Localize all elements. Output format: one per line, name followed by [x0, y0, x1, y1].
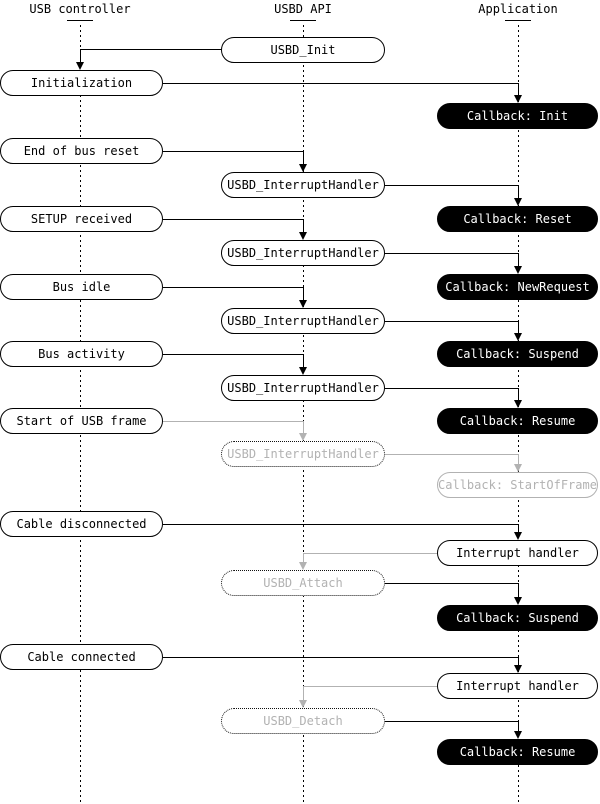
node-bus-idle: Bus idle — [0, 274, 163, 300]
node-callback-resume-2: Callback: Resume — [437, 739, 598, 765]
node-callback-startofframe-inactive: Callback: StartOfFrame — [437, 472, 598, 498]
node-interrupt-handler-1: Interrupt handler — [437, 540, 598, 566]
node-callback-resume-1: Callback: Resume — [437, 408, 598, 434]
lane-header-underline — [67, 20, 93, 21]
node-initialization: Initialization — [0, 70, 163, 96]
node-usbd-attach-inactive: USBD_Attach — [221, 570, 385, 596]
node-usbd-interrupthandler-inactive: USBD_InterruptHandler — [221, 441, 385, 467]
node-usbd-interrupthandler-3: USBD_InterruptHandler — [221, 308, 385, 334]
node-end-of-bus-reset: End of bus reset — [0, 138, 163, 164]
lane-header-usb-controller: USB controller — [29, 2, 131, 16]
node-cable-connected: Cable connected — [0, 644, 163, 670]
node-callback-newrequest: Callback: NewRequest — [437, 274, 598, 300]
lane-header-underline — [505, 20, 531, 21]
node-callback-init: Callback: Init — [437, 103, 598, 129]
node-callback-reset: Callback: Reset — [437, 206, 598, 232]
node-usbd-interrupthandler-4: USBD_InterruptHandler — [221, 375, 385, 401]
node-bus-activity: Bus activity — [0, 341, 163, 367]
node-usbd-interrupthandler-2: USBD_InterruptHandler — [221, 240, 385, 266]
lifeline-usbd-api — [303, 25, 304, 804]
node-start-of-usb-frame: Start of USB frame — [0, 408, 163, 434]
node-usbd-init: USBD_Init — [221, 37, 385, 63]
node-interrupt-handler-2: Interrupt handler — [437, 673, 598, 699]
node-usbd-interrupthandler-1: USBD_InterruptHandler — [221, 172, 385, 198]
lane-header-application: Application — [478, 2, 558, 16]
node-usbd-detach-inactive: USBD_Detach — [221, 708, 385, 734]
node-callback-suspend-2: Callback: Suspend — [437, 605, 598, 631]
node-cable-disconnected: Cable disconnected — [0, 511, 163, 537]
lane-header-underline — [290, 20, 316, 21]
node-callback-suspend-1: Callback: Suspend — [437, 341, 598, 367]
node-setup-received: SETUP received — [0, 206, 163, 232]
lane-header-usbd-api: USBD API — [274, 2, 332, 16]
